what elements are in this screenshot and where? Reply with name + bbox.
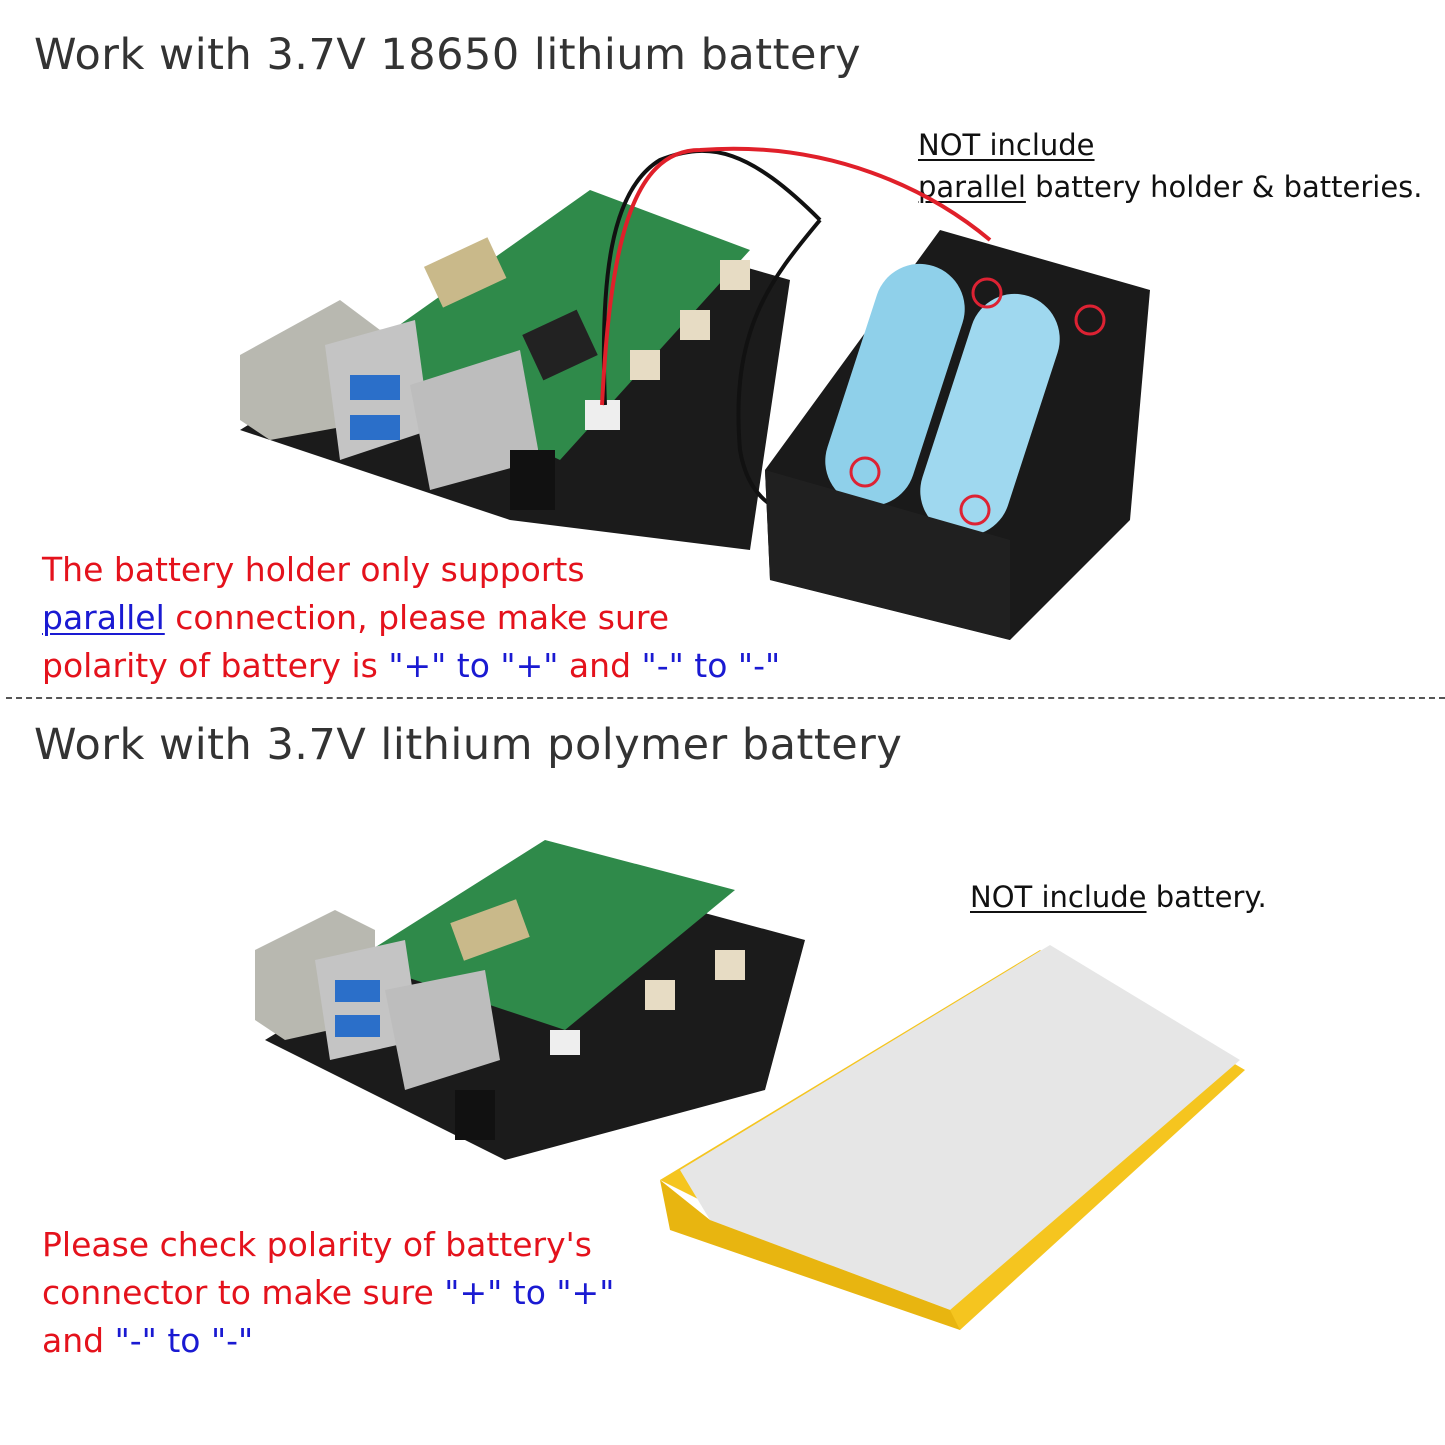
warning-polarity-plus: "+" to "+" — [388, 646, 559, 685]
section1-warning: The battery holder only supports paralle… — [42, 546, 780, 690]
warning-line3c: and — [558, 646, 642, 685]
note-rest-2: battery. — [1146, 880, 1267, 914]
section1-note: NOT include parallel battery holder & ba… — [918, 124, 1423, 208]
lipo-battery-image — [660, 945, 1245, 1330]
note-parallel: parallel — [918, 170, 1026, 204]
warning2-line3a: and — [42, 1321, 115, 1360]
warning2-line2a: connector to make sure — [42, 1273, 445, 1312]
note-not-include-2: NOT include — [970, 880, 1147, 914]
note-not-include: NOT include — [918, 128, 1095, 162]
note-rest: battery holder & batteries. — [1025, 170, 1423, 204]
warning2-polarity-minus: "-" to "-" — [114, 1321, 254, 1360]
warning-parallel-link: parallel — [42, 598, 165, 637]
warning-line3a: polarity of battery is — [42, 646, 389, 685]
section2-title: Work with 3.7V lithium polymer battery — [34, 720, 903, 770]
section2-warning: Please check polarity of battery's conne… — [42, 1221, 614, 1365]
warning-polarity-minus: "-" to "-" — [641, 646, 781, 685]
board-image-2 — [255, 840, 805, 1160]
warning-line2: connection, please make sure — [164, 598, 670, 637]
warning2-line1: Please check polarity of battery's — [42, 1225, 592, 1264]
section2-note: NOT include battery. — [970, 876, 1267, 918]
section-divider — [6, 697, 1445, 699]
battery-holder-image — [765, 230, 1150, 640]
warning2-polarity-plus: "+" to "+" — [444, 1273, 615, 1312]
warning-line1: The battery holder only supports — [42, 550, 585, 589]
board-image-1 — [240, 146, 992, 550]
section1-title: Work with 3.7V 18650 lithium battery — [34, 30, 862, 80]
